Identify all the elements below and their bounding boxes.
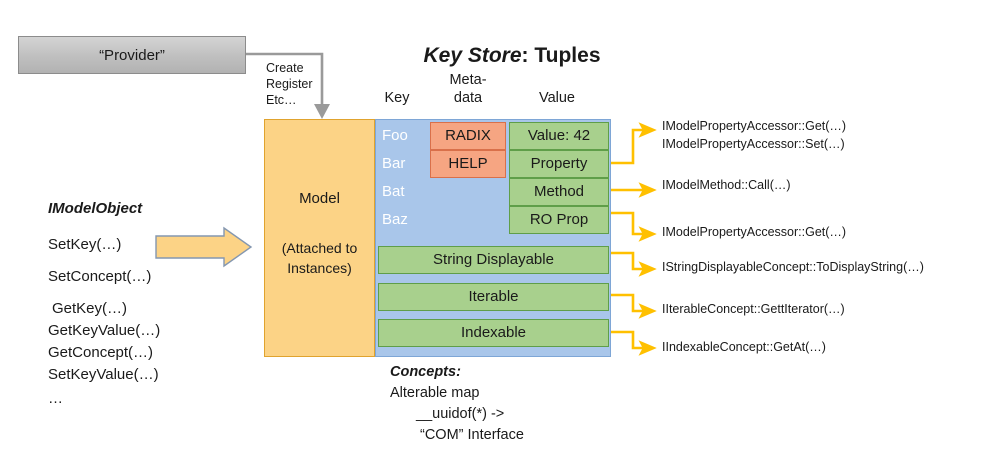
column-header-value: Value [538,90,575,106]
imodelobject-item-getkeyvalue: GetKeyValue(…) [48,322,161,339]
concepts-block: Concepts: Alterable map __uuidof(*) -> “… [390,362,640,446]
connector-property [611,122,657,165]
model-sublabel: (Attached to Instances) [264,238,375,278]
annotation-iindexableconcept-getat: IIndexableConcept::GetAt(…) [662,340,826,354]
key-cell-foo: Foo [382,127,408,144]
provider-box: “Provider” [18,36,246,74]
value-cell-property: Property [509,150,609,178]
annotation-istringdisplayableconcept-todisplaystring: IStringDisplayableConcept::ToDisplayStri… [662,260,924,274]
key-cell-bar: Bar [382,155,406,172]
concepts-line2: __uuidof(*) -> [416,406,505,422]
create-label: Create [266,61,304,75]
column-header-key: Key [384,90,410,106]
concepts-line1: Alterable map [390,385,480,401]
create-register-label: Create Register Etc… [266,60,328,108]
metadata-cell-help: HELP [430,150,506,178]
annotation-imodelpropertyaccessor-get: IModelPropertyAccessor::Get(…) [662,119,847,133]
column-header-metadata: Meta- data [430,71,506,107]
metadata-cell-radix: RADIX [430,122,506,150]
key-cell-baz: Baz [382,211,408,228]
connector-string-displayable [611,251,657,277]
value-cell-method: Method [509,178,609,206]
concept-row-indexable: Indexable [378,319,609,347]
connector-iterable [611,293,657,319]
model-sublabel-line1: (Attached to [281,240,358,256]
concept-row-iterable: Iterable [378,283,609,311]
concepts-title: Concepts: [390,364,461,380]
imodelobject-title: IModelObject [48,200,143,217]
imodelobject-item-getconcept: GetConcept(…) [48,344,154,361]
provider-label: “Provider” [99,46,165,64]
annotation-imodelmethod-call: IModelMethod::Call(…) [662,178,791,192]
page-title: Key Store: Tuples [392,44,632,68]
key-cell-bat: Bat [382,183,405,200]
imodelobject-item-getkey: GetKey(…) [52,300,128,317]
concept-row-string-displayable: String Displayable [378,246,609,274]
value-cell-roprop: RO Prop [509,206,609,234]
value-cell-value42: Value: 42 [509,122,609,150]
imodelobject-to-model-arrow [155,226,253,268]
model-box [264,119,375,357]
model-sublabel-line2: Instances) [287,260,352,276]
connector-indexable [611,330,657,356]
imodelobject-item-setkeyvalue: SetKeyValue(…) [48,366,159,383]
imodelobject-item-ellipsis: … [48,390,63,407]
annotation-iiterableconcept-gettiterator: IIterableConcept::GettIterator(…) [662,302,845,316]
model-label: Model [299,190,340,207]
imodelobject-item-setkey: SetKey(…) [48,236,122,253]
etc-label: Etc… [266,93,297,107]
register-label: Register [266,77,313,91]
imodelobject-item-setconcept: SetConcept(…) [48,268,152,285]
connector-roprop [611,211,657,242]
column-header-metadata-line1: Meta- [449,72,487,88]
annotation-imodelpropertyaccessor-get-2: IModelPropertyAccessor::Get(…) [662,225,847,239]
annotation-imodelpropertyaccessor-set: IModelPropertyAccessor::Set(…) [662,137,845,151]
title-emphasis: Key Store [423,44,522,67]
title-rest: : Tuples [521,44,601,67]
column-header-metadata-line2: data [453,90,483,106]
concepts-line3: “COM” Interface [420,427,524,443]
